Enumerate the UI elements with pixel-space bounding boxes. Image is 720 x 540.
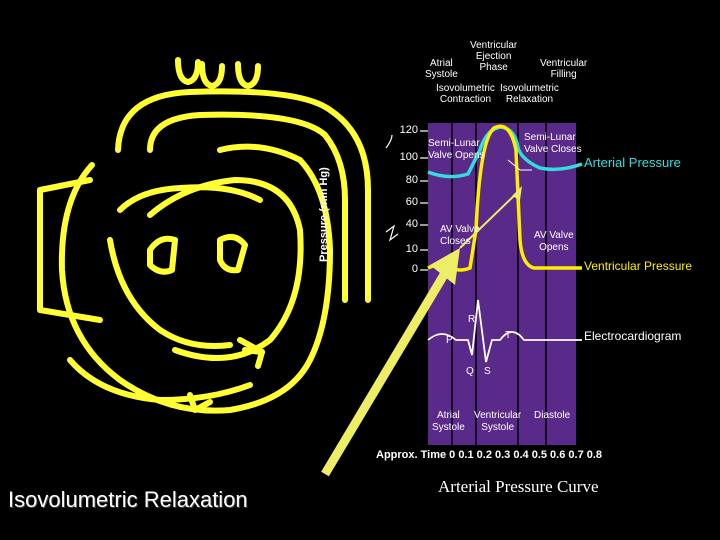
y-tick-80: 80 bbox=[405, 174, 418, 186]
y-tick-100: 100 bbox=[399, 151, 418, 163]
ecg-q: Q bbox=[466, 366, 474, 377]
y-tick-120: 120 bbox=[399, 124, 418, 136]
vessel-stub-1 bbox=[175, 57, 201, 85]
aortic-arch-inner bbox=[147, 111, 348, 303]
ecg-trace bbox=[427, 299, 582, 363]
pointer-line bbox=[459, 189, 521, 249]
valve-right bbox=[217, 233, 248, 274]
arrow-shaft-right bbox=[237, 337, 265, 355]
caption-arterial-pressure-curve: Arterial Pressure Curve bbox=[438, 477, 599, 496]
left-chamber bbox=[37, 177, 103, 323]
valve-left bbox=[147, 235, 178, 275]
y-tick-40: 40 bbox=[405, 218, 418, 230]
y-tick-60: 60 bbox=[405, 196, 418, 208]
septum bbox=[107, 237, 233, 349]
axis-break-mark bbox=[385, 224, 399, 242]
heart-outer bbox=[58, 143, 333, 414]
label-electrocardiogram: Electrocardiogram bbox=[584, 329, 682, 343]
ecg-r: R bbox=[468, 314, 476, 325]
ecg-p: P bbox=[446, 335, 453, 346]
ecg-s: S bbox=[484, 366, 491, 377]
apex-line bbox=[67, 357, 253, 403]
atrium-line bbox=[117, 184, 263, 213]
ecg-t: T bbox=[505, 330, 512, 341]
apex-arrow bbox=[187, 392, 213, 413]
vessel-stub-2 bbox=[199, 61, 225, 89]
aortic-arch bbox=[115, 88, 371, 303]
pointer-arrow-shaft bbox=[321, 265, 452, 477]
time-axis: Approx. Time 0 0.1 0.2 0.3 0.4 0.5 0.6 0… bbox=[376, 449, 603, 461]
caption-isovolumetric-relaxation: Isovolumetric Relaxation bbox=[8, 487, 248, 512]
pointer-arrow-head bbox=[430, 248, 460, 285]
label-ventricular-pressure: Ventricular Pressure bbox=[584, 259, 693, 273]
vessel-stub-3 bbox=[235, 61, 261, 89]
bottom-diastole: Diastole bbox=[534, 410, 571, 421]
y-tick-10: 10 bbox=[405, 243, 418, 255]
label-arterial-pressure: Arterial Pressure bbox=[584, 155, 681, 170]
y-tick-0: 0 bbox=[411, 263, 418, 275]
